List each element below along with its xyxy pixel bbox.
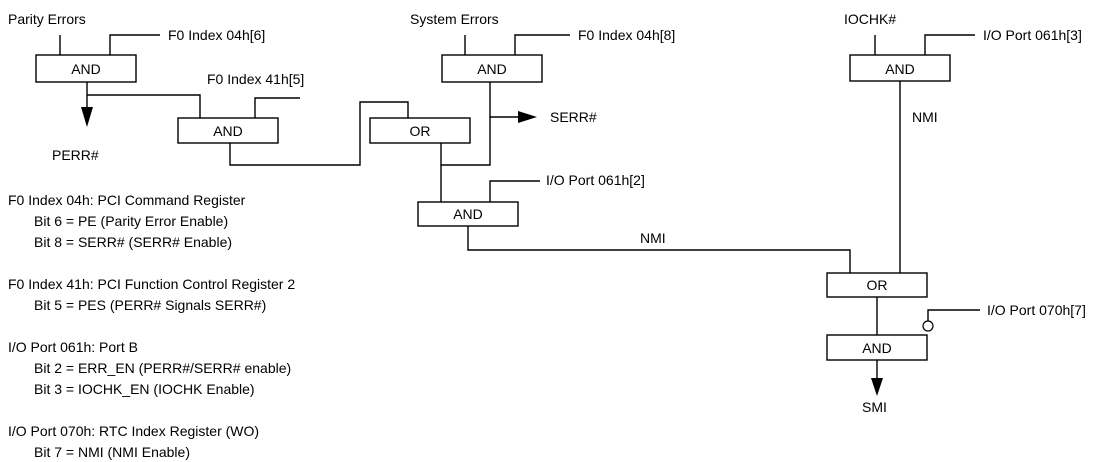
legend-reg-070h-title: I/O Port 070h: RTC Index Register (WO) (8, 423, 259, 439)
gate-label: AND (453, 206, 483, 222)
legend-reg-061h-title: I/O Port 061h: Port B (8, 339, 138, 355)
wire-serr-out (440, 116, 520, 166)
label-io-070h-7: I/O Port 070h[7] (987, 302, 1086, 318)
label-parity-errors: Parity Errors (8, 11, 86, 27)
wire-f0-04h-8 (514, 34, 570, 55)
nmi-enable-inversion-bubble (922, 320, 934, 332)
legend-reg-061h-bit3: Bit 3 = IOCHK_EN (IOCHK Enable) (34, 381, 255, 397)
wire-io-061h-3 (924, 34, 975, 55)
label-f0-04h-6: F0 Index 04h[6] (168, 27, 265, 43)
wire-io-061h-2 (489, 180, 540, 202)
legend-reg-04h-bit8: Bit 8 = SERR# (SERR# Enable) (34, 234, 232, 250)
gate-and-smi: AND (826, 334, 928, 361)
label-f0-04h-8: F0 Index 04h[8] (578, 27, 675, 43)
wire-io-070h-7 (927, 309, 980, 321)
wire-nmi-left (467, 226, 851, 273)
gate-label: AND (862, 340, 892, 356)
wires (59, 34, 980, 380)
legend-reg-41h-title: F0 Index 41h: PCI Function Control Regis… (8, 276, 295, 292)
gate-label: AND (71, 61, 101, 77)
perr-arrowhead (81, 107, 93, 127)
label-system-errors: System Errors (410, 11, 499, 27)
label-perr: PERR# (52, 147, 99, 163)
gate-or-serr: OR (369, 117, 471, 144)
gate-label: OR (867, 277, 888, 293)
serr-arrowhead (518, 111, 537, 123)
label-f0-41h-5: F0 Index 41h[5] (207, 71, 304, 87)
wire-f0-41h-5 (254, 97, 300, 118)
gate-label: AND (213, 123, 243, 139)
label-serr: SERR# (550, 109, 597, 125)
label-io-061h-2: I/O Port 061h[2] (546, 172, 645, 188)
label-smi: SMI (862, 399, 887, 415)
gate-or-nmi: OR (826, 272, 928, 298)
gate-and-parity: AND (35, 54, 137, 83)
gate-label: AND (885, 61, 915, 77)
wire-f0-04h-6 (109, 34, 160, 55)
smi-arrowhead (871, 378, 883, 396)
gate-label: OR (410, 123, 431, 139)
wire-pes-to-or (229, 101, 409, 166)
label-nmi-right: NMI (912, 109, 938, 125)
legend-reg-41h-bit5: Bit 5 = PES (PERR# Signals SERR#) (34, 297, 266, 313)
label-iochk: IOCHK# (844, 11, 896, 27)
gate-and-serr: AND (441, 54, 543, 83)
gate-and-iochk: AND (849, 54, 951, 82)
wire-perr-to-pes-and (87, 94, 201, 118)
label-nmi-left: NMI (640, 230, 666, 246)
label-io-061h-3: I/O Port 061h[3] (983, 27, 1082, 43)
legend-reg-04h-bit6: Bit 6 = PE (Parity Error Enable) (34, 213, 228, 229)
legend-reg-04h-title: F0 Index 04h: PCI Command Register (8, 192, 246, 208)
register-legend: F0 Index 04h: PCI Command Register Bit 6… (8, 192, 295, 460)
gate-and-err-en: AND (417, 201, 519, 227)
gate-label: AND (477, 61, 507, 77)
legend-reg-061h-bit2: Bit 2 = ERR_EN (PERR#/SERR# enable) (34, 360, 291, 376)
legend-reg-070h-bit7: Bit 7 = NMI (NMI Enable) (34, 444, 190, 460)
gate-and-pes: AND (177, 117, 279, 144)
